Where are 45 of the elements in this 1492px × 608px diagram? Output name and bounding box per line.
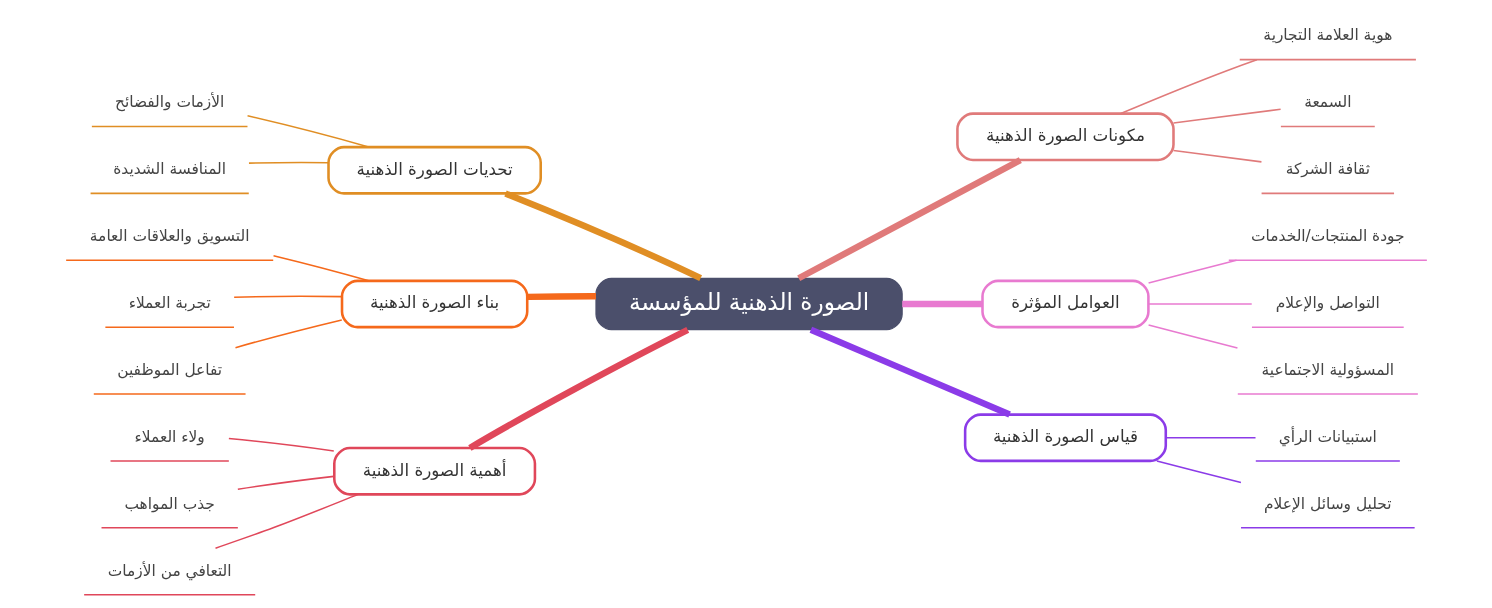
node-text: تحليل وسائل الإعلام bbox=[1263, 494, 1392, 513]
connector bbox=[467, 327, 689, 451]
connector bbox=[232, 295, 343, 299]
node-text: تفاعل الموظفين bbox=[116, 360, 222, 379]
node-text: الأزمات والفضائح bbox=[114, 93, 224, 112]
connector bbox=[526, 293, 596, 301]
node-text: التسويق والعلاقات العامة bbox=[89, 227, 249, 246]
connector bbox=[234, 319, 343, 349]
connector bbox=[1147, 303, 1252, 305]
connector bbox=[214, 493, 359, 550]
node-box: تحديات الصورة الذهنية bbox=[326, 145, 542, 195]
node-text: المسؤولية الاجتماعية bbox=[1261, 360, 1394, 379]
connector bbox=[1155, 460, 1242, 484]
connector bbox=[503, 190, 702, 281]
connector bbox=[1147, 259, 1237, 284]
node-text: هوية العلامة التجارية bbox=[1262, 26, 1392, 45]
connector bbox=[809, 326, 1011, 418]
node-text: استبيانات الرأي bbox=[1278, 427, 1377, 446]
node-text: المنافسة الشديدة bbox=[112, 160, 226, 179]
node-box: أهمية الصورة الذهنية bbox=[332, 446, 536, 496]
node-text: ثقافة الشركة bbox=[1285, 160, 1370, 179]
node-text: جودة المنتجات/الخدمات bbox=[1250, 227, 1405, 246]
node-text: تجربة العملاء bbox=[128, 293, 211, 312]
connector bbox=[227, 437, 335, 452]
node-text: التواصل والإعلام bbox=[1275, 293, 1380, 312]
connector bbox=[1172, 108, 1281, 124]
node-box: العوامل المؤثرة bbox=[980, 279, 1150, 329]
node-text: السمعة bbox=[1303, 93, 1352, 112]
connector bbox=[1164, 437, 1256, 439]
node-box: بناء الصورة الذهنية bbox=[340, 279, 528, 329]
node-box: الصورة الذهنية للمؤسسة bbox=[594, 277, 903, 331]
connector bbox=[796, 157, 1022, 282]
node-text: التعافي من الأزمات bbox=[107, 561, 232, 580]
node-text: جذب المواهب bbox=[123, 494, 215, 513]
connector bbox=[1119, 58, 1258, 115]
connector bbox=[272, 254, 369, 282]
node-box: قياس الصورة الذهنية bbox=[963, 413, 1167, 463]
node-box: مكونات الصورة الذهنية bbox=[955, 112, 1175, 162]
node-text: ولاء العملاء bbox=[134, 427, 205, 446]
connector bbox=[1147, 324, 1238, 349]
connector bbox=[247, 161, 329, 164]
connector bbox=[1172, 149, 1262, 163]
connector bbox=[236, 475, 335, 491]
connector bbox=[901, 300, 982, 308]
connector bbox=[246, 115, 369, 148]
